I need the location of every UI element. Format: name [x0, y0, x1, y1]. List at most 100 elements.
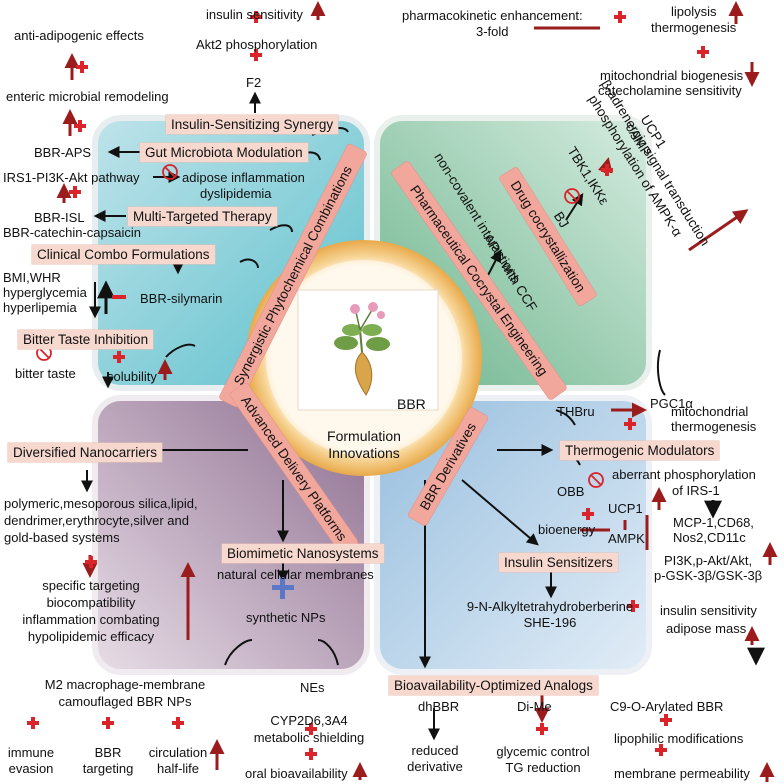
box-biomimetic: Biomimetic Nanosystems	[222, 544, 384, 563]
bbr-catechin-label: BBR-catechin-capsaicin	[3, 225, 142, 240]
lipophilic-label: lipophilic modifications	[614, 731, 744, 746]
dime-label: Di-Me	[517, 699, 552, 714]
m2-line1: M2 macrophage-membrane	[44, 677, 206, 692]
glycemic-line1: glycemic control	[496, 744, 590, 759]
spec-line2: biocompatibility	[46, 595, 136, 610]
plus-icon	[113, 351, 125, 363]
thbru-label: THBru	[557, 404, 595, 419]
carriers-line2: dendrimer,erythrocyte,silver and	[4, 513, 189, 528]
plus-icon	[250, 49, 262, 61]
box-bioavailability: Bioavailability-Optimized Analogs	[389, 676, 598, 695]
box-insulin-sensitizers: Insulin Sensitizers	[499, 553, 618, 572]
c9-label: C9-O-Arylated BBR	[610, 699, 724, 714]
bmi-label: BMI,WHR	[3, 270, 61, 285]
blue-plus-icon	[272, 577, 294, 599]
pk-label: pharmacokinetic enhancement:	[402, 8, 583, 23]
bioenergy-label: bioenergy	[538, 522, 596, 537]
aberrant-line2: of IRS-1	[672, 483, 720, 498]
alkyl-line2: SHE-196	[523, 615, 577, 630]
ucp1-bottom-label: UCP1	[608, 501, 643, 516]
enteric-label: enteric microbial remodeling	[6, 89, 169, 104]
reduced-line2: derivative	[407, 759, 463, 774]
box-insulin-sensitizing: Insulin-Sensitizing Synergy	[166, 115, 339, 134]
pgc1a-label: PGC1α	[650, 396, 693, 411]
cyp-line2: metabolic shielding	[253, 730, 365, 745]
obb-label: OBB	[557, 484, 585, 499]
pi3k-line2: p-GSK-3β/GSK-3β	[654, 568, 763, 583]
box-gut-microbiota: Gut Microbiota Modulation	[140, 143, 308, 162]
f2-label: F2	[246, 75, 262, 90]
plus-icon	[660, 714, 672, 726]
plus-icon	[536, 723, 548, 735]
irs1-label: IRS1-PI3K-Akt pathway	[3, 170, 140, 185]
circulation-line1: circulation	[148, 745, 208, 760]
plus-icon	[27, 717, 39, 729]
dhbbr-label: dhBBR	[418, 699, 460, 714]
box-bitter-taste: Bitter Taste Inhibition	[18, 330, 154, 349]
plus-icon	[305, 748, 317, 760]
targeting-line2: targeting	[82, 761, 134, 776]
minus-icon	[112, 295, 126, 299]
solubility-label: solubility	[107, 369, 157, 384]
plus-icon	[74, 120, 86, 132]
spec-line4: hypolipidemic efficacy	[27, 629, 155, 644]
mcp1-line1: MCP-1,CD68,	[673, 515, 754, 530]
plus-icon	[305, 723, 317, 735]
bbr-aps-label: BBR-APS	[34, 145, 92, 160]
akt2-label: Akt2 phosphorylation	[196, 37, 318, 52]
plus-icon	[624, 418, 636, 430]
alkyl-line1: 9-N-Alkyltetrahydroberberine	[466, 599, 634, 614]
synthetic-nps-label: synthetic NPs	[246, 610, 326, 625]
immune-line2: evasion	[8, 761, 54, 776]
bbr-isl-label: BBR-ISL	[34, 210, 85, 225]
plant-illustration	[334, 302, 390, 396]
mito-biogenesis-label: mitochondrial biogenesis	[600, 68, 744, 83]
plus-icon	[614, 11, 626, 23]
spec-line1: specific targeting	[42, 578, 140, 593]
plus-icon	[627, 600, 639, 612]
plus-icon	[69, 186, 81, 198]
plus-icon	[172, 717, 184, 729]
ampk-label: AMPK	[608, 531, 645, 546]
insulin-sens-label: insulin sensitivity	[660, 603, 757, 618]
hyperglycemia-label: hyperglycemia	[3, 285, 87, 300]
adipose-mass-label: adipose mass	[666, 621, 747, 636]
reduced-line1: reduced	[411, 743, 459, 758]
catecholamine-label: catecholamine sensitivity	[598, 83, 742, 98]
center-title: BBR	[397, 396, 426, 412]
box-thermogenic: Thermogenic Modulators	[560, 441, 720, 460]
natural-membranes-label: natural cellular membranes	[217, 567, 374, 582]
circulation-line2: half-life	[157, 761, 199, 776]
oral-bioavailability-label: oral bioavailability	[245, 766, 348, 781]
bbr-silymarin-label: BBR-silymarin	[140, 291, 223, 306]
plus-icon	[601, 164, 613, 176]
inhibit-icon	[36, 164, 604, 488]
nes-label: NEs	[300, 680, 325, 695]
plus-icon	[655, 744, 667, 756]
center-subtitle: Formulation Innovations	[327, 428, 401, 461]
box-multi-targeted: Multi-Targeted Therapy	[128, 207, 277, 226]
bitter-taste-label: bitter taste	[15, 366, 76, 381]
mito-line2: thermogenesis	[671, 419, 757, 434]
aberrant-line1: aberrant phosphorylation	[612, 467, 756, 482]
adipose-inflammation-label: adipose inflammation	[182, 170, 305, 185]
mito-line1: mitochondrial	[671, 404, 749, 419]
thermogenesis-label: thermogenesis	[651, 20, 737, 35]
carriers-line1: polymeric,mesoporous silica,lipid,	[4, 496, 198, 511]
m2-line2: camouflaged BBR NPs	[58, 694, 192, 709]
box-clinical-combo: Clinical Combo Formulations	[32, 245, 215, 264]
pi3k-line1: PI3K,p-Akt/Akt,	[664, 553, 753, 568]
insulin-sensitivity-label: insulin sensitivity	[206, 7, 303, 22]
anti-adipogenic-label: anti-adipogenic effects	[14, 28, 144, 43]
dyslipidemia-label: dyslipidemia	[200, 186, 272, 201]
membrane-permeability-label: membrane permeability	[614, 766, 750, 781]
box-diversified-nanocarriers: Diversified Nanocarriers	[8, 443, 163, 462]
pk-fold-label: 3-fold	[476, 24, 509, 39]
plus-icon	[697, 46, 709, 58]
carriers-line3: gold-based systems	[4, 530, 120, 545]
plus-icon	[250, 11, 262, 23]
spec-line3: inflammation combating	[22, 612, 160, 627]
plus-icon	[582, 508, 594, 520]
cyp-line1: CYP2D6,3A4	[270, 713, 348, 728]
glycemic-line2: TG reduction	[505, 760, 581, 775]
